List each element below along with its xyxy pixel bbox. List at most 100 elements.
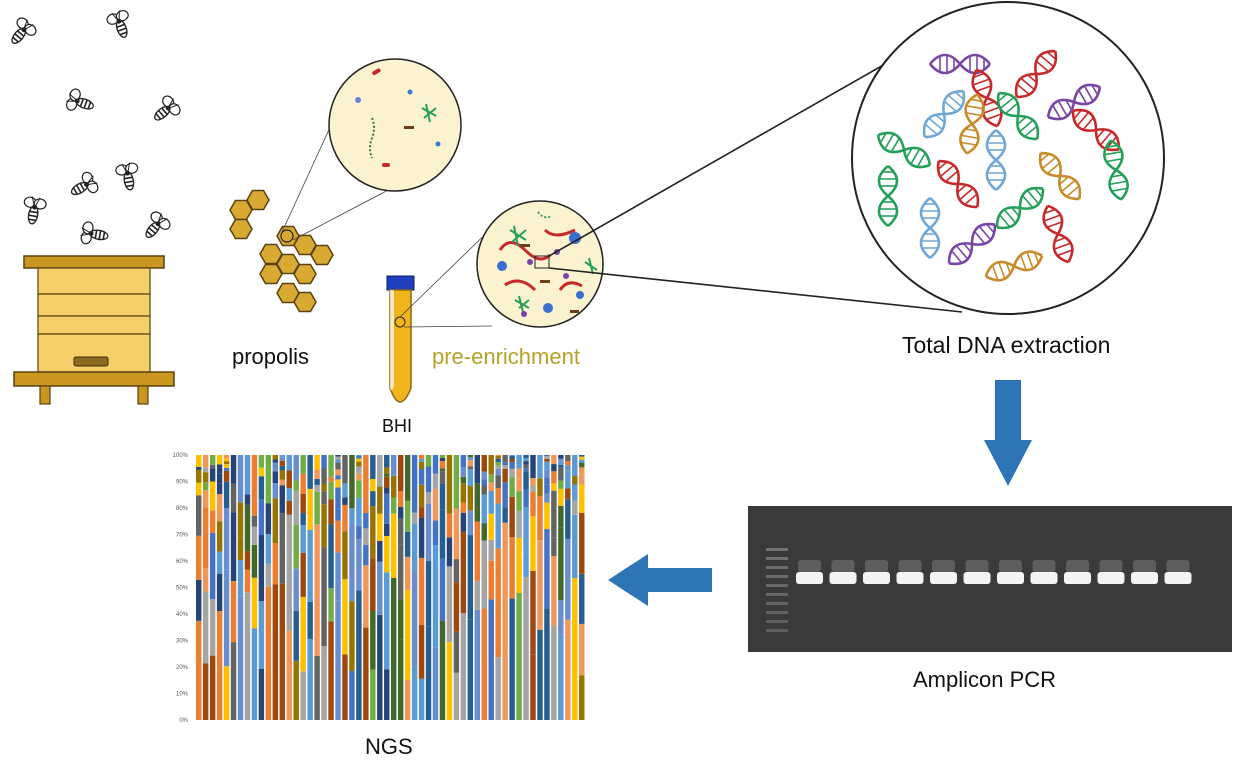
ngs-bar-segment [279,583,286,720]
ngs-bar-segment [530,477,536,487]
ngs-bar-segment [481,608,487,720]
ngs-bar-segment [558,505,564,528]
ngs-bar-segment [384,455,390,468]
ngs-bar-segment [460,512,467,532]
ngs-bar-segment [502,462,508,466]
ngs-bar-segment [523,471,529,490]
ngs-bar-segment [495,657,501,720]
ngs-bar-segment [391,513,397,578]
ngs-bar-segment [356,480,362,498]
ngs-bar-segment [328,621,334,720]
ngs-bar-segment [509,468,515,478]
propolis-label: propolis [232,344,310,369]
ngs-bar-segment [300,473,306,494]
ngs-bar-segment [335,475,341,480]
ngs-bar-segment [279,479,286,486]
ngs-bar-segment [363,513,369,529]
ngs-bar-segment [467,535,474,620]
ngs-bar-segment [293,610,299,661]
ngs-bar-segment [202,663,209,720]
ngs-bar-segment [418,484,425,508]
ngs-bar-segment [453,455,460,509]
ngs-bar-segment [244,592,251,720]
ngs-bar-segment [196,620,202,720]
ngs-bar-segment [279,460,286,466]
y-tick-label: 60% [176,559,189,565]
ngs-label: NGS [365,734,413,759]
ngs-bar-segment [356,455,362,456]
ngs-bar-segment [237,455,244,503]
ngs-bar-segment [237,596,244,720]
ngs-bar-segment [432,488,439,521]
ngs-bar-segment [572,455,578,477]
ngs-bar-segment [223,467,230,471]
ladder-band [766,575,788,578]
ngs-bar-segment [286,558,292,631]
ngs-bar-segment [425,560,432,627]
ngs-bar-segment [453,508,460,560]
pcr-band-glow [865,560,888,572]
ngs-bar-segment [356,466,362,474]
ladder-band [766,584,788,587]
y-tick-label: 70% [176,533,189,539]
ngs-bar-segment [223,455,230,459]
ngs-bar-segment [579,462,585,468]
ngs-bar-segment [530,455,536,478]
ngs-bar-segment [439,483,446,510]
ngs-bar-segment [384,487,390,494]
ngs-bar-segment [349,670,355,720]
ngs-bar-segment [530,654,536,720]
ngs-bar-segment [474,609,481,720]
ngs-bar-segment [495,503,501,549]
pcr-band [896,572,924,584]
ngs-bar-segment [202,591,209,664]
ngs-bar-segment [467,485,474,511]
ngs-bar-segment [244,455,251,495]
ngs-bar-segment [216,494,223,522]
ladder-band [766,566,788,569]
ngs-bar-segment [293,480,299,491]
bee-icon [63,86,98,118]
ngs-bar-segment [425,504,432,561]
ngs-bar-segment [432,545,439,648]
ngs-bar-segment [495,488,501,504]
ngs-bar-segment [502,455,508,463]
ngs-bar-segment [321,504,327,548]
ngs-bar-segment [537,629,543,720]
pcr-band [863,572,890,584]
ngs-bar-segment [502,465,508,469]
ngs-bar-segment [509,598,515,720]
ngs-bar-segment [467,469,474,486]
ngs-bar-segment [335,455,341,457]
ngs-bar-segment [502,571,508,652]
ngs-bar-segment [558,634,564,720]
ngs-bar-segment [495,465,501,469]
ngs-bar-segment [196,466,202,470]
ngs-bar-segment [425,626,432,720]
ngs-bar-segment [579,459,585,463]
ngs-bar-segment [384,523,390,537]
ngs-bar-segment [579,484,585,513]
ngs-bar-segment [551,471,557,484]
ngs-bar-segment [272,543,279,585]
ngs-bar-segment [558,458,564,462]
ngs-bar-segment [307,638,313,720]
bee-icon [114,160,143,193]
ngs-bar-segment [223,666,230,720]
ngs-bar-segment [495,455,501,456]
ngs-bar-segment [411,512,418,524]
ngs-bar-segment [349,601,355,671]
ngs-bar-segment [258,455,265,468]
ngs-bar-segment [579,573,585,624]
ngs-bar-segment [321,455,327,469]
ngs-bar-segment [579,623,585,676]
ngs-bar-segment [474,508,481,522]
ngs-bar-segment [488,599,494,720]
ngs-bar-segment [481,485,487,495]
ngs-bar-segment [230,512,237,582]
ngs-bar-segment [544,493,550,503]
ngs-bar-segment [502,507,508,523]
ngs-bar-segment [495,548,501,658]
ngs-bar-segment [349,508,355,524]
ngs-bar-segment [391,475,397,498]
